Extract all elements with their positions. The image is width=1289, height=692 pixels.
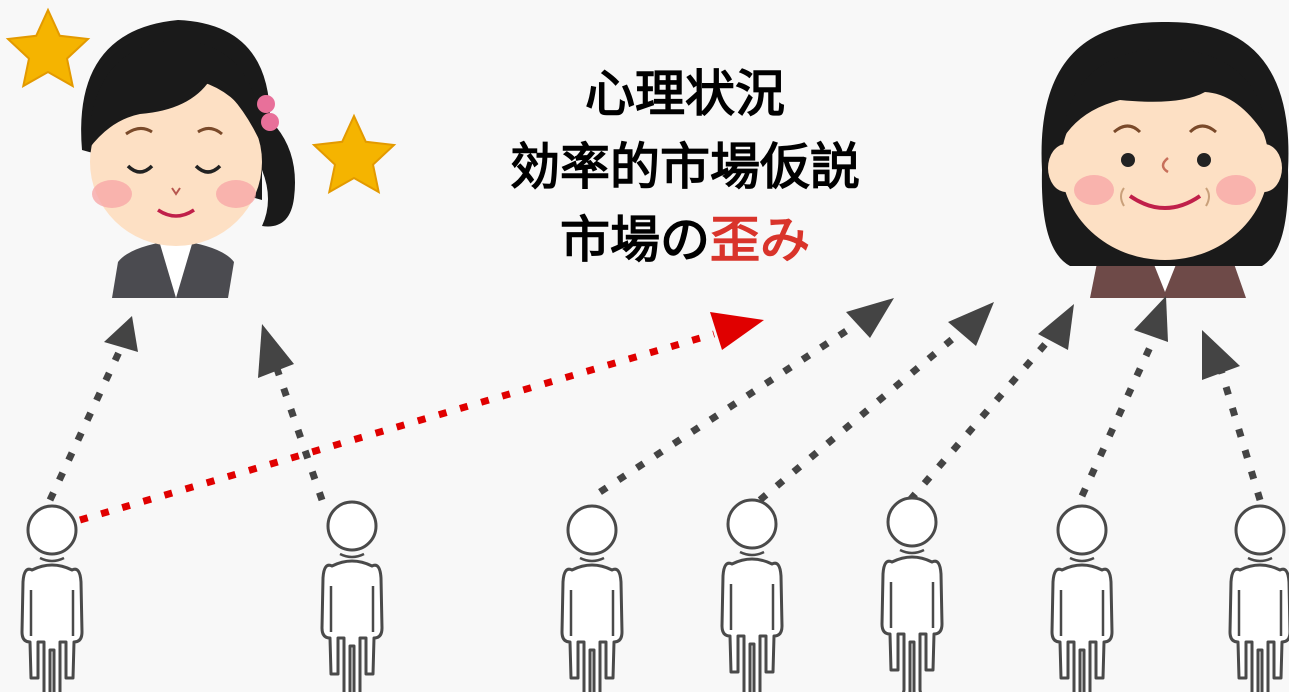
title-line-1: 心理状況 <box>585 65 785 123</box>
diagram-title: 心理状況 効率的市場仮説 市場の歪み <box>440 58 930 277</box>
gray-arrow-line <box>1214 358 1264 502</box>
title-line-2: 効率的市場仮説 <box>510 138 860 196</box>
person-figure <box>1228 504 1289 692</box>
arrowhead-icon <box>948 302 994 346</box>
star-icon <box>7 9 89 87</box>
gray-arrow-line <box>46 348 124 502</box>
red-arrow-line <box>79 330 715 524</box>
arrowhead-icon <box>1202 330 1240 380</box>
person-figure <box>720 498 784 692</box>
gray-arrow-line <box>1078 332 1160 498</box>
arrowhead-icon <box>846 298 894 338</box>
arrowhead-icon <box>1038 304 1074 350</box>
person-figure <box>1050 504 1114 692</box>
gray-arrow-line <box>907 331 1057 503</box>
arrowhead-icon <box>1134 296 1168 342</box>
person-figure <box>880 496 944 692</box>
title-line-3: 市場の歪み <box>440 204 930 277</box>
person-figure <box>20 504 84 692</box>
arrowhead-icon <box>104 316 138 352</box>
person-figure <box>320 500 384 692</box>
star-icon <box>313 115 395 193</box>
person-figure <box>560 504 624 692</box>
arrowhead-icon <box>258 324 294 378</box>
red-arrowhead-icon <box>710 312 764 350</box>
title-highlight: 歪み <box>710 211 810 269</box>
right-woman-illustration <box>1041 21 1289 298</box>
left-woman-illustration <box>7 9 395 298</box>
gray-arrow-line <box>757 323 971 503</box>
gray-arrow-line <box>270 358 326 502</box>
title-line-3-prefix: 市場の <box>560 211 710 269</box>
gray-arrow-line <box>598 319 862 495</box>
